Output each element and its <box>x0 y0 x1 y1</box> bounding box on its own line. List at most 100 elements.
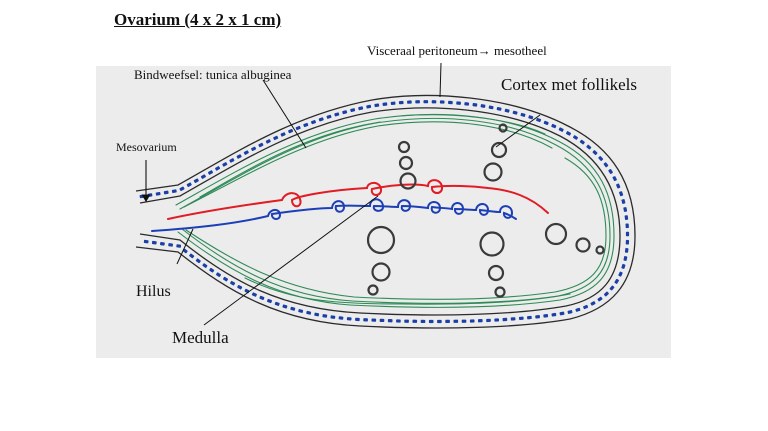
nucleus <box>603 291 609 297</box>
nucleus <box>355 317 360 322</box>
nucleus <box>461 319 467 323</box>
nucleus <box>612 176 617 182</box>
nucleus <box>216 272 221 277</box>
nucleus <box>512 110 518 115</box>
leader-lines <box>176 62 541 326</box>
nucleus <box>583 304 589 310</box>
nucleus <box>342 110 348 115</box>
nucleus <box>363 318 368 322</box>
nucleus <box>398 100 404 105</box>
nucleus <box>558 127 564 132</box>
nucleus <box>598 156 604 161</box>
nucleus <box>575 307 581 312</box>
nucleus <box>223 276 228 282</box>
nucleus <box>448 100 453 105</box>
nucleus <box>616 183 621 189</box>
nucleus <box>477 319 483 323</box>
nucleus <box>168 243 173 247</box>
nucleus <box>464 102 470 106</box>
nucleus <box>237 284 243 290</box>
nucleus <box>382 102 388 106</box>
nucleus <box>456 101 461 105</box>
nucleus <box>407 100 412 104</box>
nucleus <box>566 131 571 136</box>
nucleus <box>592 150 598 156</box>
nucleus <box>366 104 372 109</box>
nucleus <box>229 158 235 163</box>
nucleus <box>528 115 534 120</box>
nucleus <box>303 122 309 128</box>
nucleus <box>258 142 264 148</box>
nucleus <box>609 285 615 291</box>
tunica-albuginea <box>175 113 615 308</box>
mesothelial-nuclei <box>139 100 630 324</box>
nucleus <box>318 117 324 122</box>
nucleus <box>295 125 301 131</box>
nucleus <box>625 239 630 245</box>
nucleus <box>371 318 377 322</box>
nucleus <box>625 223 629 229</box>
nucleus <box>202 263 208 268</box>
nucleus <box>567 310 573 314</box>
nucleus <box>486 318 491 323</box>
nucleus <box>163 190 169 195</box>
nucleus <box>387 319 393 323</box>
nucleus <box>420 319 426 324</box>
nucleus <box>590 301 596 306</box>
nucleus <box>396 319 401 323</box>
nucleus <box>346 317 352 321</box>
nucleus <box>625 231 630 237</box>
nucleus <box>504 108 510 113</box>
nucleus <box>520 112 526 117</box>
nucleus <box>527 315 532 320</box>
nucleus <box>551 123 557 129</box>
nucleus <box>267 298 272 304</box>
nucleus <box>330 315 336 319</box>
nucleus <box>535 315 540 319</box>
nucleus <box>573 135 578 140</box>
nucleus <box>412 319 418 323</box>
nucleus <box>251 292 257 297</box>
nucleus <box>189 253 195 259</box>
nucleus <box>179 186 185 192</box>
nucleus <box>428 319 434 324</box>
nucleus <box>215 166 221 171</box>
artery <box>167 179 549 220</box>
nucleus <box>350 108 356 113</box>
nucleus <box>480 104 486 108</box>
follicles <box>366 123 605 298</box>
nucleus <box>502 317 508 322</box>
nucleus <box>208 170 213 175</box>
nucleus <box>274 301 280 306</box>
diagram-background <box>96 66 671 358</box>
nucleus <box>404 319 409 323</box>
nucleus <box>437 319 442 324</box>
nucleus <box>288 128 294 134</box>
nucleus <box>209 267 215 273</box>
nucleus <box>431 100 437 104</box>
nucleus <box>624 248 629 253</box>
nucleus <box>621 199 626 204</box>
nucleus <box>536 117 542 123</box>
nucleus <box>326 114 332 119</box>
mesovarium-arrow <box>141 160 151 203</box>
nucleus <box>338 316 344 320</box>
nucleus <box>171 189 177 194</box>
nucleus <box>358 106 364 111</box>
nucleus <box>222 162 228 167</box>
nucleus <box>488 105 494 110</box>
nucleus <box>314 312 320 317</box>
nucleus <box>259 295 265 301</box>
nucleus <box>290 306 296 311</box>
nucleus <box>230 280 236 286</box>
nucleus <box>579 139 585 145</box>
nucleus <box>496 107 502 111</box>
nucleus <box>494 318 500 322</box>
nucleus <box>597 296 603 302</box>
nucleus <box>265 139 271 144</box>
nucleus <box>559 311 565 316</box>
nucleus <box>176 244 182 248</box>
nucleus <box>334 112 340 117</box>
nucleus <box>236 154 242 159</box>
